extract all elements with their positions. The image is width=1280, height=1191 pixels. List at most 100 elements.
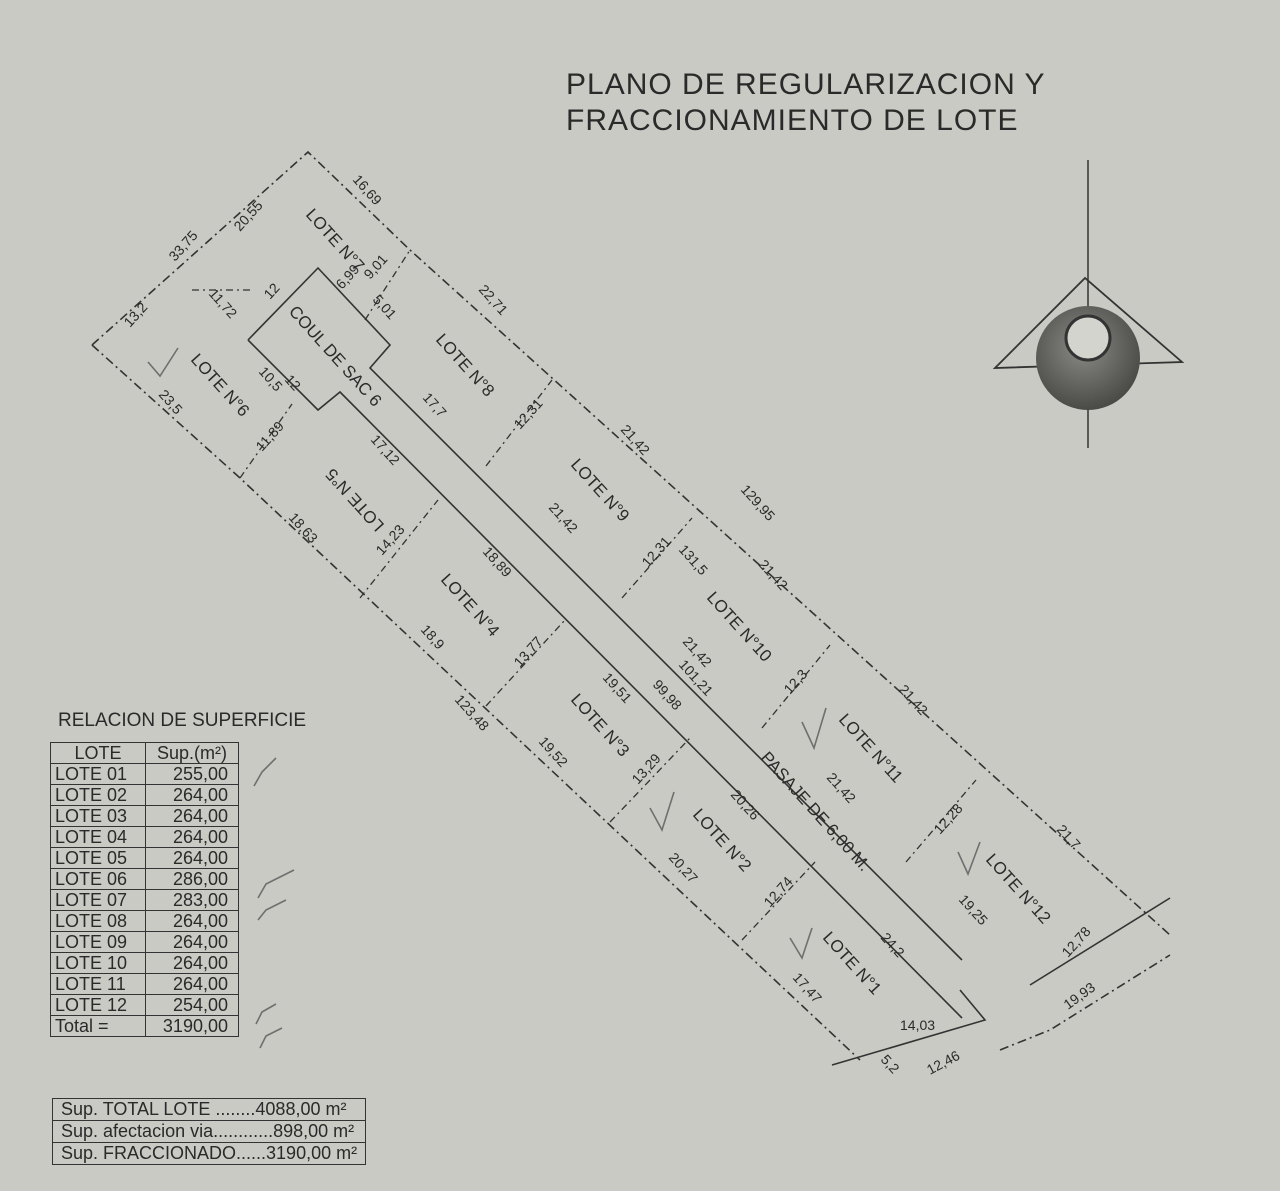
- sup-cell: 264,00: [145, 826, 239, 848]
- divider: [905, 779, 977, 863]
- pasaje-left-edge: [247, 339, 963, 1019]
- lot-label: LOTE N°11: [835, 710, 907, 787]
- street-label: COUL DE SAC 6: [285, 302, 385, 410]
- check-mark-icon: [957, 841, 981, 877]
- dim-label: 21,42: [756, 556, 791, 593]
- lote-cell: LOTE 06: [50, 868, 146, 890]
- dim-label: 13,77: [510, 633, 545, 670]
- lot-label: LOTE N°9: [567, 455, 633, 525]
- lot-label: LOTE N°12: [982, 850, 1054, 927]
- check-mark-icon: [255, 1003, 277, 1025]
- dim-label: 23,5: [156, 386, 186, 417]
- total-label: Total =: [50, 1015, 146, 1037]
- cul-de-sac-outline: [247, 266, 963, 961]
- dim-label: 99,98: [650, 676, 685, 713]
- col-header-lote: LOTE: [50, 742, 146, 764]
- street-label: PASAJE DE 6,00 M.: [757, 748, 874, 875]
- dim-label: 21,42: [824, 769, 859, 806]
- dim-label: 13,2: [120, 299, 150, 330]
- lot-label: LOTE N°4: [437, 570, 503, 640]
- dim-label: 20,55: [230, 197, 265, 234]
- divider: [485, 379, 553, 467]
- dim-label: 19,51: [600, 669, 635, 706]
- divider: [621, 517, 693, 599]
- lot-label: LOTE N°10: [703, 588, 775, 665]
- lote-cell: LOTE 07: [50, 889, 146, 911]
- divider: [761, 644, 831, 729]
- dim-label: 20,27: [666, 849, 701, 886]
- dim-label: 12,3: [780, 666, 810, 697]
- dim-label: 22,71: [476, 281, 511, 318]
- sup-cell: 264,00: [145, 973, 239, 995]
- lot-label: LOTE N°5: [322, 465, 388, 535]
- divider: [364, 249, 411, 321]
- dim-label: 18,9: [418, 621, 448, 652]
- sup-cell: 264,00: [145, 931, 239, 953]
- summary-fraccionado: Sup. FRACCIONADO......3190,00 m²: [51, 1142, 367, 1165]
- divider: [609, 737, 691, 823]
- dim-label: 12,31: [510, 395, 545, 432]
- dim-label: 11,89: [252, 418, 287, 454]
- check-mark-icon: [257, 899, 287, 921]
- sup-cell: 255,00: [145, 763, 239, 785]
- lote-cell: LOTE 10: [50, 952, 146, 974]
- dim-label: 17,47: [790, 969, 825, 1006]
- summary-table: Sup. TOTAL LOTE ........4088,00 m² Sup. …: [51, 1098, 367, 1165]
- lote-cell: LOTE 05: [50, 847, 146, 869]
- lote-cell: LOTE 04: [50, 826, 146, 848]
- dim-label: 11,72: [206, 285, 241, 321]
- sup-cell: 286,00: [145, 868, 239, 890]
- dim-label: 19,25: [956, 891, 991, 928]
- dim-label: 5,01: [370, 291, 400, 322]
- dim-label: 5,2: [878, 1051, 903, 1076]
- dim-label: 21,42: [618, 421, 653, 458]
- dim-label: 12,74: [760, 873, 795, 910]
- dim-label: 9,01: [360, 251, 390, 282]
- divider: [485, 619, 566, 707]
- dim-label: 14,03: [900, 1017, 935, 1033]
- dim-label: 19,93: [1060, 979, 1098, 1013]
- divider: [239, 403, 293, 479]
- dim-label: 21,42: [546, 499, 581, 536]
- col-header-sup: Sup.(m²): [145, 742, 239, 764]
- dim-label: 12,28: [930, 800, 965, 837]
- dim-label: 12: [260, 280, 282, 302]
- check-mark-icon: [257, 869, 295, 899]
- sup-cell: 264,00: [145, 910, 239, 932]
- end-line-bottom: [831, 989, 987, 1066]
- lote-cell: LOTE 12: [50, 994, 146, 1016]
- lote-cell: LOTE 03: [50, 805, 146, 827]
- lot-label: LOTE N°8: [432, 330, 498, 400]
- lot-label: LOTE N°1: [819, 928, 885, 998]
- plan-title-line-2: FRACCIONAMIENTO DE LOTE: [566, 104, 1019, 137]
- lote-cell: LOTE 02: [50, 784, 146, 806]
- dim-label: 123,48: [452, 691, 493, 734]
- sup-cell: 264,00: [145, 952, 239, 974]
- check-mark-icon: [801, 707, 827, 751]
- dim-label: 18,89: [480, 543, 515, 580]
- dim-label: 12,78: [1058, 923, 1093, 960]
- lot-label: LOTE N°7: [302, 205, 368, 275]
- lote-cell: LOTE 01: [50, 763, 146, 785]
- divider: [359, 499, 439, 599]
- check-mark-icon: [147, 347, 179, 378]
- end-line-right: [1029, 897, 1171, 986]
- dim-label: 20,26: [728, 786, 763, 823]
- dim-label: 12,31: [638, 533, 673, 570]
- divider: [741, 861, 816, 941]
- dim-label: 13,29: [628, 750, 663, 787]
- check-mark-icon: [649, 791, 675, 833]
- sup-cell: 264,00: [145, 784, 239, 806]
- lote-cell: LOTE 08: [50, 910, 146, 932]
- dim-label: 16,69: [350, 171, 385, 208]
- dim-label: 18,63: [286, 509, 321, 546]
- sup-cell: 254,00: [145, 994, 239, 1016]
